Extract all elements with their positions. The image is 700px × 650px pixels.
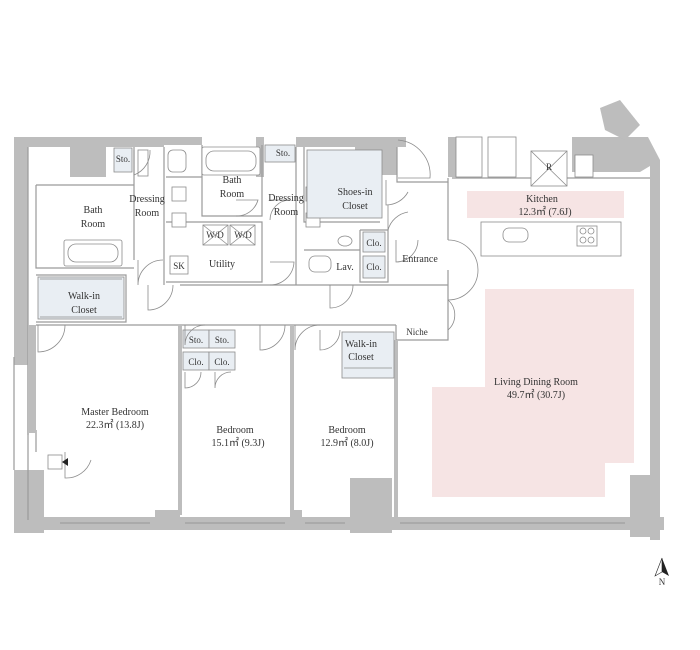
closets <box>37 144 395 379</box>
kitchen-area: 12.3㎡ (7.6J) <box>518 206 571 218</box>
wd1-label: W/D <box>206 230 224 240</box>
living-area: 49.7㎡ (30.7J) <box>507 389 565 401</box>
kitchen-zone <box>467 191 624 218</box>
sto-a-label: Sto. <box>189 335 203 345</box>
clo-e1-label: Clo. <box>366 238 381 248</box>
sto-bath2-label: Sto. <box>276 148 290 158</box>
living-zone <box>432 289 634 497</box>
r-mark-label: R <box>546 162 552 172</box>
master-bedroom-name: Master Bedroom <box>81 407 149 418</box>
niche-label: Niche <box>406 327 428 337</box>
sto-bath1-label: Sto. <box>116 154 130 164</box>
bath1-line2: Room <box>81 219 106 230</box>
living-name: Living Dining Room <box>494 377 578 388</box>
bedroom3-area: 12.9㎡ (8.0J) <box>320 437 373 449</box>
clo-a-label: Clo. <box>188 357 203 367</box>
bath2-line2: Room <box>220 189 245 200</box>
shoes-closet-line1: Shoes-in <box>338 187 373 198</box>
bedroom2-name: Bedroom <box>216 425 253 436</box>
kitchen-name: Kitchen <box>526 194 558 205</box>
bath2-line1: Bath <box>223 175 242 186</box>
north-arrow-icon <box>662 558 669 576</box>
sto-b-label: Sto. <box>215 335 229 345</box>
utility-label: Utility <box>209 259 235 270</box>
doors <box>37 139 479 479</box>
dressing1-line2: Room <box>135 208 160 219</box>
dressing1-line1: Dressing <box>129 194 165 205</box>
bedroom3-name: Bedroom <box>328 425 365 436</box>
clo-e2-label: Clo. <box>366 262 381 272</box>
dressing2-line2: Room <box>274 207 299 218</box>
bath1-line1: Bath <box>84 205 103 216</box>
master-bedroom-area: 22.3㎡ (13.8J) <box>86 419 144 431</box>
clo-b-label: Clo. <box>214 357 229 367</box>
entrance-label: Entrance <box>402 254 438 265</box>
sk-label: SK <box>173 261 185 271</box>
bedroom2-area: 15.1㎡ (9.3J) <box>211 437 264 449</box>
compass: N <box>654 557 669 587</box>
exterior-walls <box>13 100 664 540</box>
labels: Kitchen 12.3㎡ (7.6J) Living Dining Room … <box>68 148 578 449</box>
walkin1-line1: Walk-in <box>68 291 100 302</box>
shoes-closet-line2: Closet <box>342 201 368 212</box>
service-hatch <box>47 454 63 470</box>
walkin2-line2: Closet <box>348 352 374 363</box>
walkin2-line1: Walk-in <box>345 339 377 350</box>
wd2-label: W/D <box>234 230 252 240</box>
compass-label: N <box>659 577 666 587</box>
walkin1-line2: Closet <box>71 305 97 316</box>
entry-arrow-icon <box>62 458 68 466</box>
lav-label: Lav. <box>336 262 353 273</box>
dressing2-line1: Dressing <box>268 193 304 204</box>
fixtures <box>63 136 622 275</box>
